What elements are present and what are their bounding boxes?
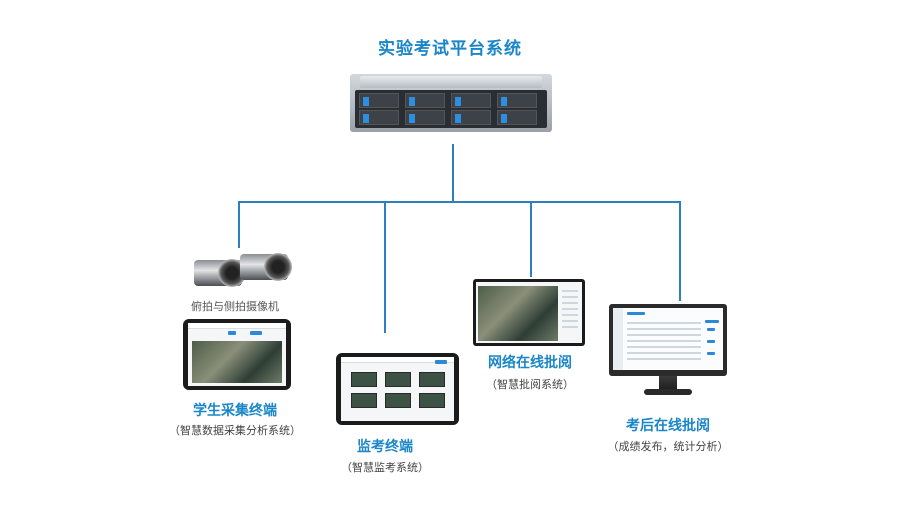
- proctor-terminal-tablet: [336, 353, 459, 425]
- online-review-sub: （智慧批阅系统）: [486, 378, 574, 391]
- server-image: [350, 74, 552, 132]
- diagram-title: 实验考试平台系统: [378, 39, 522, 59]
- connector-camera: [238, 201, 240, 248]
- post-review-monitor: [609, 304, 727, 376]
- post-review-label: 考后在线批阅: [626, 418, 710, 434]
- post-review-sub: （成绩发布，统计分析）: [607, 440, 729, 453]
- camera-icon: [240, 253, 292, 281]
- online-review-monitor: [473, 279, 585, 346]
- connector-online-review: [530, 201, 532, 277]
- online-review-label: 网络在线批阅: [488, 355, 572, 371]
- connector-proctor: [384, 201, 386, 333]
- connector-bus: [238, 201, 681, 203]
- monitor-base: [644, 389, 692, 395]
- proctor-terminal-sub: （智慧监考系统）: [341, 461, 429, 474]
- camera-label: 俯拍与侧拍摄像机: [191, 300, 279, 313]
- monitor-stand: [659, 376, 677, 390]
- student-terminal-label: 学生采集终端: [193, 403, 277, 419]
- student-terminal-sub: （智慧数据采集分析系统）: [169, 424, 301, 437]
- student-terminal-tablet: [183, 319, 291, 390]
- connector-trunk: [452, 144, 454, 202]
- camera-icon: [194, 259, 246, 287]
- connector-post-review: [679, 201, 681, 301]
- proctor-terminal-label: 监考终端: [357, 439, 413, 455]
